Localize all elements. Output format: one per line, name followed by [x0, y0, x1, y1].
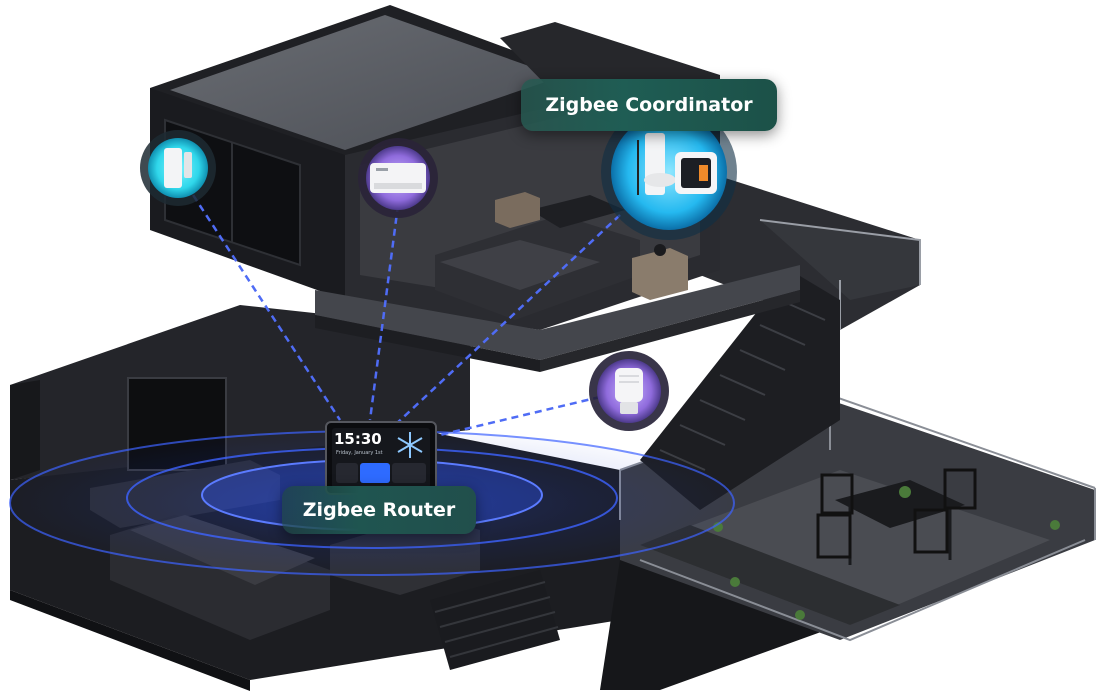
- thermostat-valve-icon: [615, 368, 643, 414]
- zigbee-coordinator-label: Zigbee Coordinator: [521, 79, 777, 131]
- node-coordinator-hub: [601, 104, 737, 240]
- door-sensor-icon: [164, 148, 192, 188]
- node-radiator-valve: [589, 351, 669, 431]
- staircase: [430, 270, 840, 670]
- snowflake-icon: [397, 432, 423, 458]
- zigbee-router-label: Zigbee Router: [282, 486, 476, 534]
- hub-gateway-icon: [637, 133, 717, 195]
- signal-lines: [178, 174, 621, 437]
- smart-panel-router: [325, 421, 437, 495]
- panel-date: Friday, January 1st: [336, 450, 383, 456]
- node-door-sensor: [140, 130, 216, 206]
- switch-module-icon: [370, 163, 426, 193]
- node-smart-switch: [358, 138, 438, 218]
- panel-clock: 15:30: [334, 430, 382, 448]
